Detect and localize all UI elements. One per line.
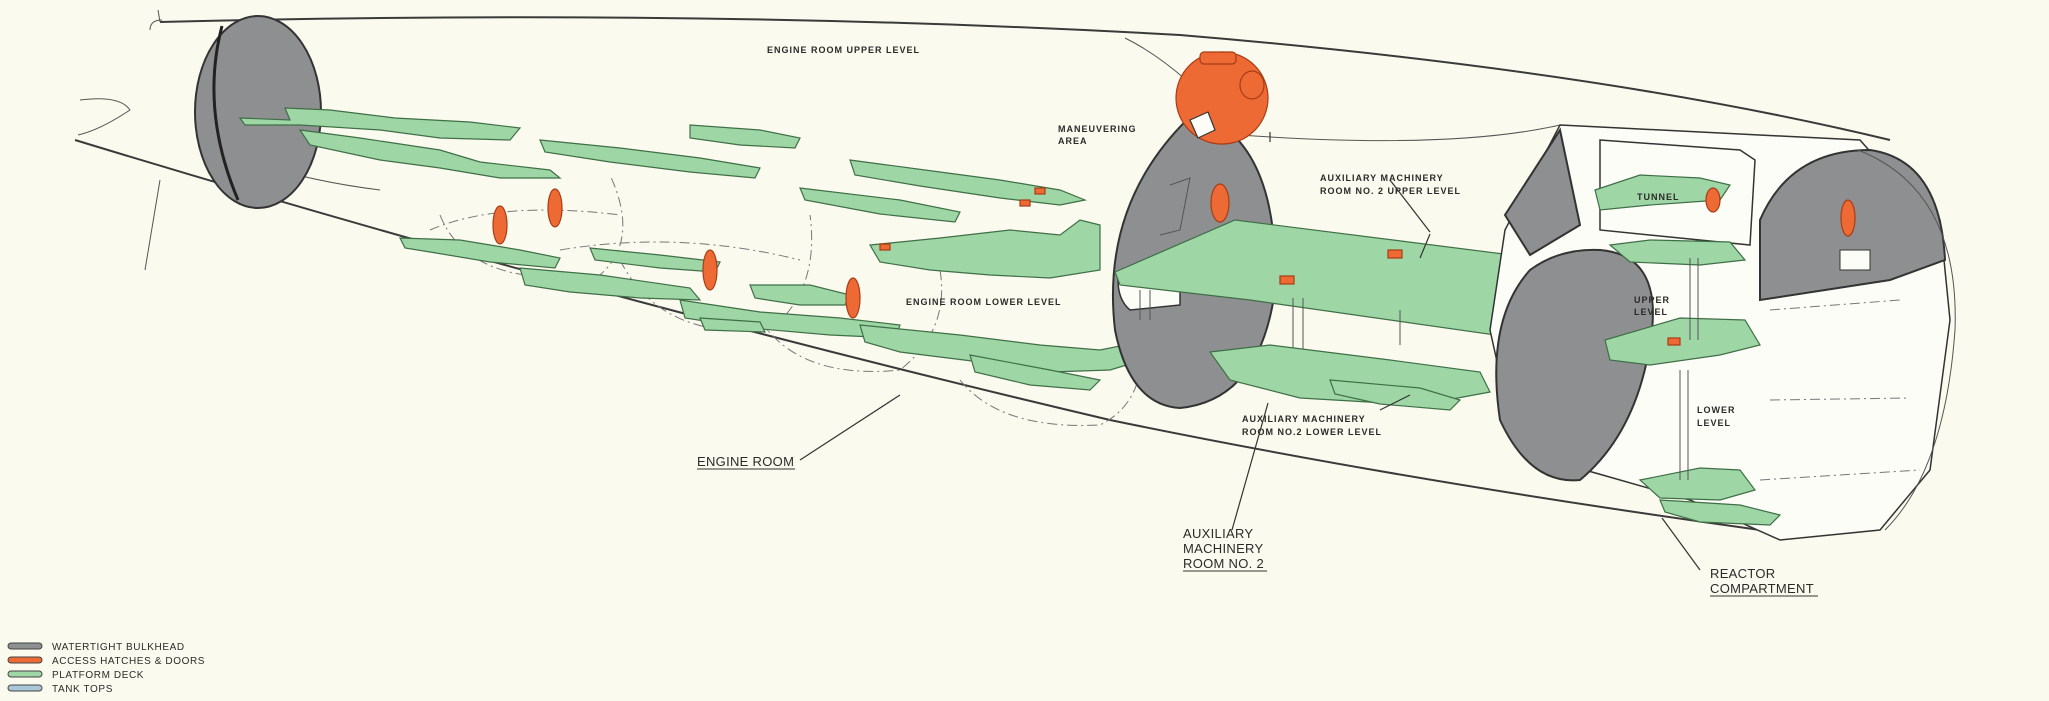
label-aux-upper-line1: AUXILIARY MACHINERY [1320,173,1444,183]
legend-swatch [7,642,43,650]
label-upper-level-line2: LEVEL [1634,307,1668,317]
legend-item-tank-tops: TANK TOPS [7,684,113,695]
label-reactor-line1: REACTOR [1710,566,1775,581]
label-upper-level-line1: UPPER [1634,295,1670,305]
legend-label: PLATFORM DECK [52,670,144,681]
label-aux-room-line3: ROOM NO. 2 [1183,556,1264,571]
label-aux-upper-line2: ROOM NO. 2 UPPER LEVEL [1320,186,1461,196]
label-reactor-line2: COMPARTMENT [1710,581,1814,596]
legend: WATERTIGHT BULKHEAD ACCESS HATCHES & DOO… [7,642,205,695]
legend-item-platform-deck: PLATFORM DECK [7,670,144,681]
label-aux-room-line2: MACHINERY [1183,541,1264,556]
legend-swatch [7,656,43,664]
label-engine-room: ENGINE ROOM [697,454,794,469]
label-tunnel: TUNNEL [1637,192,1680,202]
label-lower-level-line1: LOWER [1697,405,1736,415]
legend-item-access-hatches: ACCESS HATCHES & DOORS [7,656,205,667]
leader-lines [799,132,1701,571]
reactor-compartment [1489,124,1956,541]
legend-label: TANK TOPS [52,684,113,695]
label-aux-room-line1: AUXILIARY [1183,526,1253,541]
legend-swatch [7,684,43,692]
labels: ENGINE ROOM UPPER LEVEL MANEUVERING AREA… [697,45,1818,597]
label-maneuvering-area-line2: AREA [1058,136,1088,146]
legend-label: ACCESS HATCHES & DOORS [52,656,205,667]
label-maneuvering-area-line1: MANEUVERING [1058,124,1137,134]
legend-swatch [7,670,43,678]
label-engine-room-upper-level: ENGINE ROOM UPPER LEVEL [767,45,920,55]
legend-label: WATERTIGHT BULKHEAD [52,642,185,653]
engine-room-hatches [492,187,1046,319]
label-lower-level-line2: LEVEL [1697,418,1731,428]
hull-outline [74,9,1891,531]
label-aux-lower-line2: ROOM NO.2 LOWER LEVEL [1242,427,1382,437]
aux-lower-deck [1208,344,1491,411]
label-engine-room-lower-level: ENGINE ROOM LOWER LEVEL [906,297,1062,307]
legend-item-watertight-bulkhead: WATERTIGHT BULKHEAD [7,642,185,653]
label-aux-lower-line1: AUXILIARY MACHINERY [1242,414,1366,424]
engine-room-decks [238,107,1177,391]
maneuvering-hatch-dome [1175,51,1269,145]
